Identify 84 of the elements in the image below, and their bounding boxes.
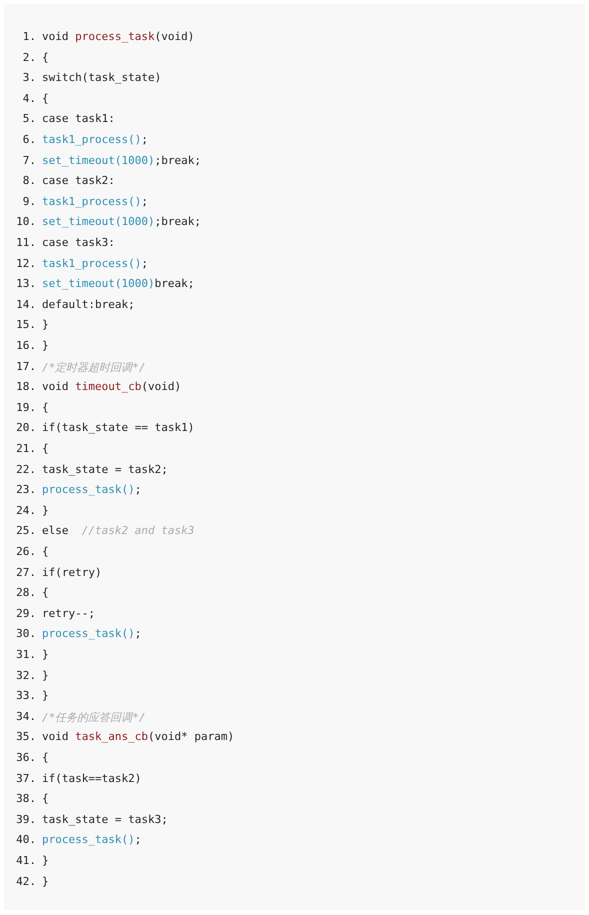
line-number: 15. <box>15 318 36 332</box>
line-number: 16. <box>15 339 36 352</box>
code-line: } <box>42 689 49 702</box>
line-number: 29. <box>15 606 36 620</box>
code-line: task1_process(); <box>42 256 148 270</box>
line-number: 9. <box>22 194 36 208</box>
code-line: } <box>42 854 49 867</box>
code-line: { <box>42 400 49 414</box>
code-line: { <box>42 50 49 64</box>
line-number: 13. <box>15 277 36 290</box>
code-line: set_timeout(1000);break; <box>42 215 201 228</box>
code-line: { <box>42 586 49 600</box>
line-number: 42. <box>15 874 36 888</box>
line-number: 5. <box>22 112 36 126</box>
code-line: case task2: <box>42 174 115 188</box>
code-line: case task3: <box>42 236 115 249</box>
code-line: process_task(); <box>42 483 142 496</box>
code-line: if(task==task2) <box>42 772 142 785</box>
line-number: 6. <box>22 133 36 146</box>
code-line: set_timeout(1000)break; <box>42 277 194 290</box>
code-line: default:break; <box>42 298 135 311</box>
line-number: 4. <box>22 92 36 105</box>
code-line: } <box>42 874 49 888</box>
code-line: } <box>42 339 49 352</box>
line-number: 30. <box>15 627 36 640</box>
code-line: task1_process(); <box>42 194 148 208</box>
line-number: 35. <box>15 730 36 744</box>
code-line: { <box>42 792 49 806</box>
code-line: { <box>42 751 49 764</box>
code-line: set_timeout(1000);break; <box>42 154 201 167</box>
line-number: 18. <box>15 380 36 394</box>
line-number: 37. <box>15 772 36 785</box>
line-number: 23. <box>15 483 36 496</box>
code-line: process_task(); <box>42 833 142 846</box>
line-number: 19. <box>15 400 36 414</box>
code-line: } <box>42 504 49 517</box>
code-line: void task_ans_cb(void* param) <box>42 730 234 744</box>
code-line: void timeout_cb(void) <box>42 380 182 394</box>
line-number: 31. <box>15 648 36 661</box>
code-line: task_state = task2; <box>42 462 168 476</box>
line-number: 10. <box>15 215 36 228</box>
line-number: 11. <box>15 236 36 249</box>
line-number: 28. <box>15 586 36 600</box>
code-line: void process_task(void) <box>42 30 194 43</box>
line-number: 39. <box>15 812 36 826</box>
line-number: 8. <box>22 174 36 188</box>
line-number: 20. <box>15 421 36 434</box>
line-number: 17. <box>15 360 36 373</box>
code-line: case task1: <box>42 112 115 126</box>
code-line: task_state = task3; <box>42 812 168 826</box>
line-number: 2. <box>22 50 36 64</box>
code-line: /*定时器超时回调*/ <box>42 360 146 375</box>
code-line: /*任务的应答回调*/ <box>42 710 146 725</box>
code-line: switch(task_state) <box>42 71 162 84</box>
line-number: 38. <box>15 792 36 806</box>
line-number: 7. <box>22 154 36 167</box>
line-number: 3. <box>22 71 36 84</box>
line-number: 32. <box>15 668 36 682</box>
code-line: else //task2 and task3 <box>42 524 194 538</box>
code-line: if(task_state == task1) <box>42 421 194 434</box>
line-number: 25. <box>15 524 36 538</box>
line-number: 26. <box>15 545 36 558</box>
code-line: { <box>42 545 49 558</box>
line-number: 34. <box>15 710 36 723</box>
line-number: 41. <box>15 854 36 867</box>
line-number: 33. <box>15 689 36 702</box>
line-number: 24. <box>15 504 36 517</box>
line-number: 12. <box>15 256 36 270</box>
code-line: task1_process(); <box>42 133 148 146</box>
code-line: } <box>42 668 49 682</box>
code-line: if(retry) <box>42 566 102 579</box>
line-number: 27. <box>15 566 36 579</box>
line-number: 14. <box>15 298 36 311</box>
line-number: 22. <box>15 462 36 476</box>
line-number: 36. <box>15 751 36 764</box>
line-number: 21. <box>15 442 36 455</box>
line-number: 40. <box>15 833 36 846</box>
code-line: { <box>42 92 49 105</box>
line-number: 1. <box>22 30 36 43</box>
code-line: process_task(); <box>42 627 142 640</box>
code-line: } <box>42 318 49 332</box>
code-line: retry--; <box>42 606 95 620</box>
code-line: } <box>42 648 49 661</box>
code-line: { <box>42 442 49 455</box>
